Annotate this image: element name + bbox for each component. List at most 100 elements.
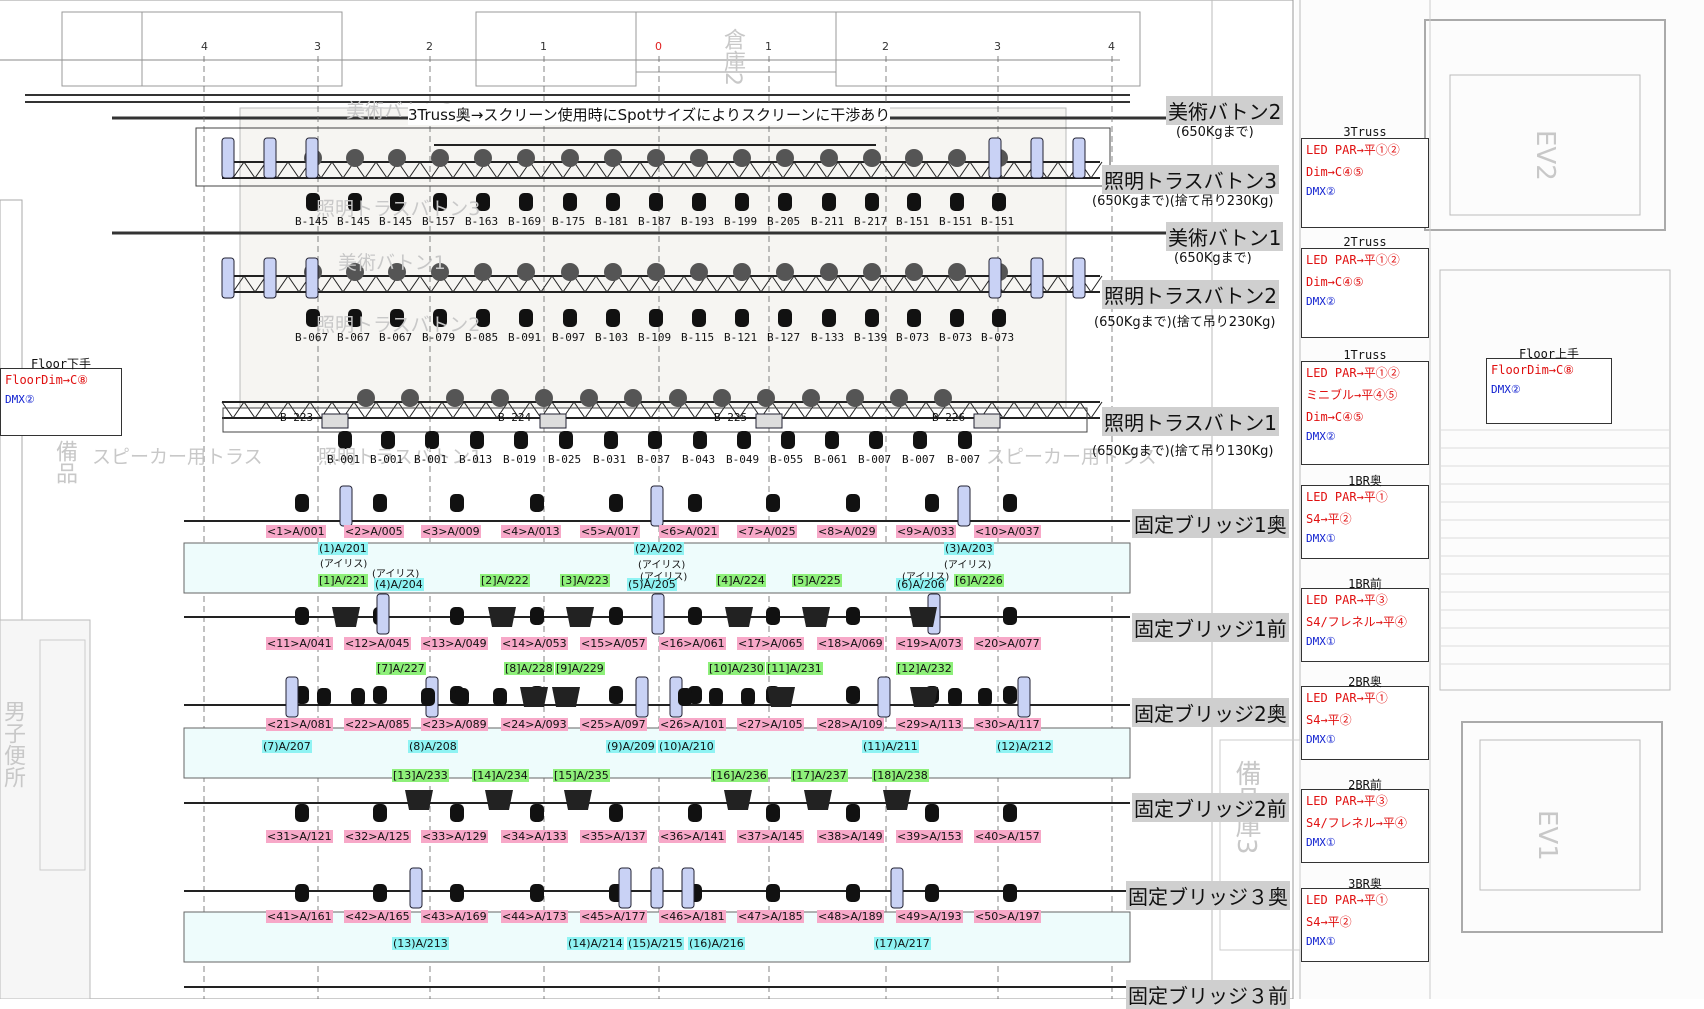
- bridge-2-back-label: <30>A/117: [974, 718, 1041, 731]
- bridge-1-back-label: <1>A/001: [266, 525, 326, 538]
- back-room-2: [141, 11, 343, 87]
- bridge-1-back-fixture: [1003, 494, 1017, 512]
- mini-par-fixture: [669, 389, 687, 407]
- truss-3-channel-label: B-145: [337, 215, 371, 228]
- led-par-fixture: [476, 309, 490, 327]
- bridge-1-green-label: [6]A/226: [954, 574, 1004, 587]
- lighting-truss-2-web: [639, 275, 652, 293]
- bridge-2-green-bottom-label: [16]A/236: [711, 769, 768, 782]
- spot-fixture: [635, 676, 649, 718]
- led-par-fixture: [737, 431, 751, 449]
- truss-2-channel-label: B-067: [379, 331, 413, 344]
- ev1-car: [1479, 739, 1641, 891]
- truss-2-channel-label: B-103: [595, 331, 629, 344]
- bijutsu-1-ghost: 美術バトン1: [338, 252, 446, 274]
- info-box-line: S4→平②: [1306, 915, 1352, 929]
- led-par-fixture: [958, 431, 972, 449]
- info-box-line: LED PAR→平①②: [1306, 253, 1400, 267]
- spot-fixture: [305, 257, 319, 299]
- lighting-truss-2-web: [705, 275, 718, 293]
- lighting-truss-1-web: [705, 401, 718, 419]
- led-par-fixture: [563, 193, 577, 211]
- floor-left-title: Floor下手: [30, 357, 92, 371]
- lighting-truss-2-web: [804, 275, 817, 293]
- lighting-truss-3-web: [507, 161, 520, 179]
- truss-2-channel-label: B-073: [896, 331, 930, 344]
- lighting-truss-3-ghost: 照明トラスバトン3: [316, 198, 481, 220]
- mini-par-fixture: [401, 389, 419, 407]
- led-par-fixture: [348, 309, 362, 327]
- led-par-fixture: [992, 309, 1006, 327]
- bridge-1-back-fixture: [609, 494, 623, 512]
- lighting-truss-1-web: [430, 401, 443, 419]
- catwalk-area: [183, 727, 1131, 779]
- lighting-truss-1-web: [1057, 401, 1070, 419]
- led-par-fixture: [825, 431, 839, 449]
- info-box-line: LED PAR→平①: [1306, 893, 1388, 907]
- truss-3-channel-label: B-151: [896, 215, 930, 228]
- lighting-truss-1-web: [606, 401, 619, 419]
- lighting-truss-1-web: [650, 401, 663, 419]
- truss-2-channel-label: B-127: [767, 331, 801, 344]
- lighting-truss-2-web: [837, 275, 850, 293]
- lighting-truss-3-web: [837, 161, 850, 179]
- mini-par-fixture: [388, 149, 406, 167]
- stage-boundary: [0, 0, 1294, 999]
- truss-2-channel-label: B-085: [465, 331, 499, 344]
- info-box-title: 1BR前: [1348, 577, 1382, 591]
- bridge-1-front-label: <18>A/069: [817, 637, 884, 650]
- spot-fixture: [877, 676, 891, 718]
- bridge-2-front-label: <32>A/125: [344, 830, 411, 843]
- lighting-truss-2-web: [793, 275, 806, 293]
- bridge-2-front-label: <40>A/157: [974, 830, 1041, 843]
- lighting-truss-1-web: [375, 401, 388, 419]
- lighting-truss-2-web: [859, 275, 872, 293]
- lighting-truss-1-web: [1068, 401, 1081, 419]
- led-par-fixture: [869, 431, 883, 449]
- bridge-2-green-label: [9]A/229: [555, 662, 605, 675]
- truss-1-channel-label: B-001: [370, 453, 404, 466]
- lighting-truss-2-web: [848, 275, 861, 293]
- truss-3-channel-label: B-199: [724, 215, 758, 228]
- truss-1-channel-label: B-055: [770, 453, 804, 466]
- bridge-3-back-fixture: [766, 884, 780, 902]
- led-par-fixture: [948, 688, 962, 706]
- bridge-1-front-label: <19>A/073: [896, 637, 963, 650]
- bridge-3-back-label: <43>A/169: [421, 910, 488, 923]
- lighting-truss-3-web: [408, 161, 421, 179]
- truss-3-channel-label: B-187: [638, 215, 672, 228]
- lighting-truss-2-web: [419, 275, 432, 293]
- lighting-truss-1-web: [496, 401, 509, 419]
- truss-3-channel-label: B-169: [508, 215, 542, 228]
- iris-note: (アイリス): [320, 559, 368, 570]
- mini-par-fixture: [474, 263, 492, 281]
- lighting-truss-1-web: [914, 401, 927, 419]
- info-box-line: Dim→C④⑤: [1306, 165, 1364, 179]
- lighting-truss-1-title: 照明トラスバトン1: [1102, 407, 1279, 436]
- truss-3-channel-label: B-211: [811, 215, 845, 228]
- bridge-2-back-label: <21>A/081: [266, 718, 333, 731]
- spot-fixture: [1030, 137, 1044, 179]
- back-room-5: [835, 11, 1141, 87]
- bridge-1-front-label: <17>A/065: [737, 637, 804, 650]
- mini-par-fixture: [733, 263, 751, 281]
- iris-note: (アイリス): [944, 560, 992, 571]
- restroom-stall: [39, 639, 86, 871]
- bridge-2-back-label: <23>A/089: [421, 718, 488, 731]
- mini-par-fixture: [357, 389, 375, 407]
- lighting-truss-3-web: [705, 161, 718, 179]
- mini-par-fixture: [690, 263, 708, 281]
- mini-par-fixture: [757, 389, 775, 407]
- bridge-1-front-label: <13>A/049: [421, 637, 488, 650]
- led-par-fixture: [604, 431, 618, 449]
- lighting-truss-1-web: [518, 401, 531, 419]
- truss-1-side-label: B-225: [714, 411, 748, 424]
- bridge-3-back-label: <46>A/181: [659, 910, 726, 923]
- bridge-2-front-label: <31>A/121: [266, 830, 333, 843]
- lighting-truss-2-web: [815, 275, 828, 293]
- bridge-1-green-label: [4]A/224: [716, 574, 766, 587]
- led-par-fixture: [476, 193, 490, 211]
